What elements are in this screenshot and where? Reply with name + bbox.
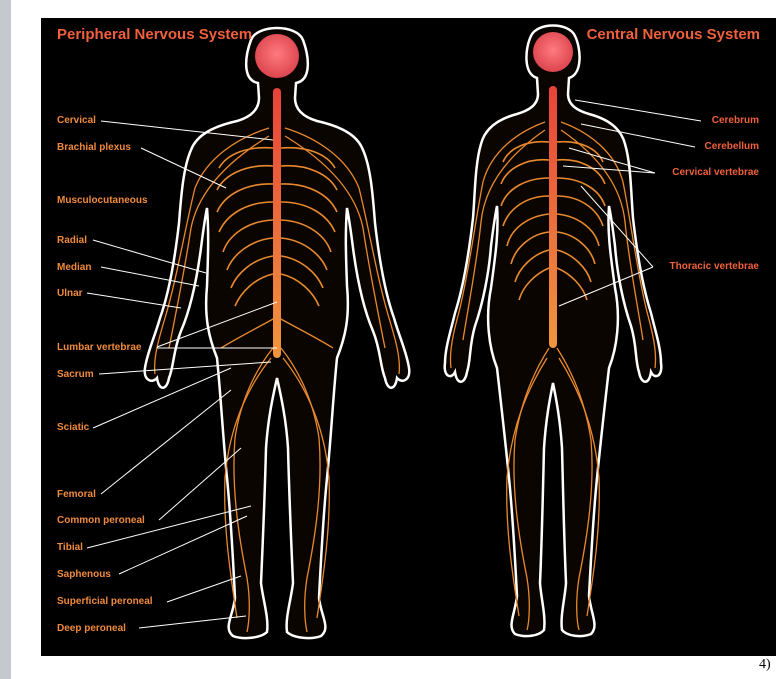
label-saphenous: Saphenous — [57, 569, 111, 580]
body-illustration — [86, 24, 702, 640]
page-number: 4) — [759, 657, 771, 672]
label-sciatic: Sciatic — [57, 422, 90, 433]
label-median: Median — [57, 262, 92, 273]
label-brachial-plexus: Brachial plexus — [57, 142, 131, 153]
male-figure — [143, 26, 411, 640]
label-femoral: Femoral — [57, 489, 96, 500]
peripheral-leader-lines — [86, 120, 278, 629]
label-cervical-vertebrae: Cervical vertebrae — [672, 167, 759, 178]
spinal-cord — [273, 88, 281, 358]
label-radial: Radial — [57, 235, 88, 246]
nervous-system-figure: Peripheral Nervous System Central Nervou… — [41, 18, 776, 656]
label-tibial: Tibial — [57, 542, 83, 553]
brain — [255, 34, 299, 78]
label-sacrum: Sacrum — [57, 369, 94, 380]
female-spinal-cord — [549, 86, 557, 348]
label-deep-peroneal: Deep peroneal — [57, 623, 126, 634]
left-margin-strip — [0, 0, 11, 679]
rib-nerves — [216, 146, 338, 307]
female-limb-nerves — [449, 121, 657, 631]
label-cerebellum: Cerebellum — [704, 141, 759, 152]
label-cervical: Cervical — [57, 115, 96, 126]
label-superficial-peroneal: Superficial peroneal — [57, 596, 153, 607]
female-brain — [533, 32, 573, 72]
label-lumbar-vertebrae: Lumbar vertebrae — [57, 342, 142, 353]
label-ulnar: Ulnar — [57, 288, 83, 299]
label-thoracic-vertebrae: Thoracic vertebrae — [669, 261, 760, 272]
limb-nerves — [153, 127, 401, 633]
label-common-peroneal: Common peroneal — [57, 515, 145, 526]
central-leader-lines — [558, 99, 702, 307]
female-rib-nerves — [500, 140, 606, 301]
peripheral-title: Peripheral Nervous System — [57, 26, 253, 43]
female-figure — [443, 24, 663, 638]
label-musculocutaneous: Musculocutaneous — [57, 195, 148, 206]
label-cerebrum: Cerebrum — [711, 115, 759, 126]
central-title: Central Nervous System — [586, 26, 760, 43]
